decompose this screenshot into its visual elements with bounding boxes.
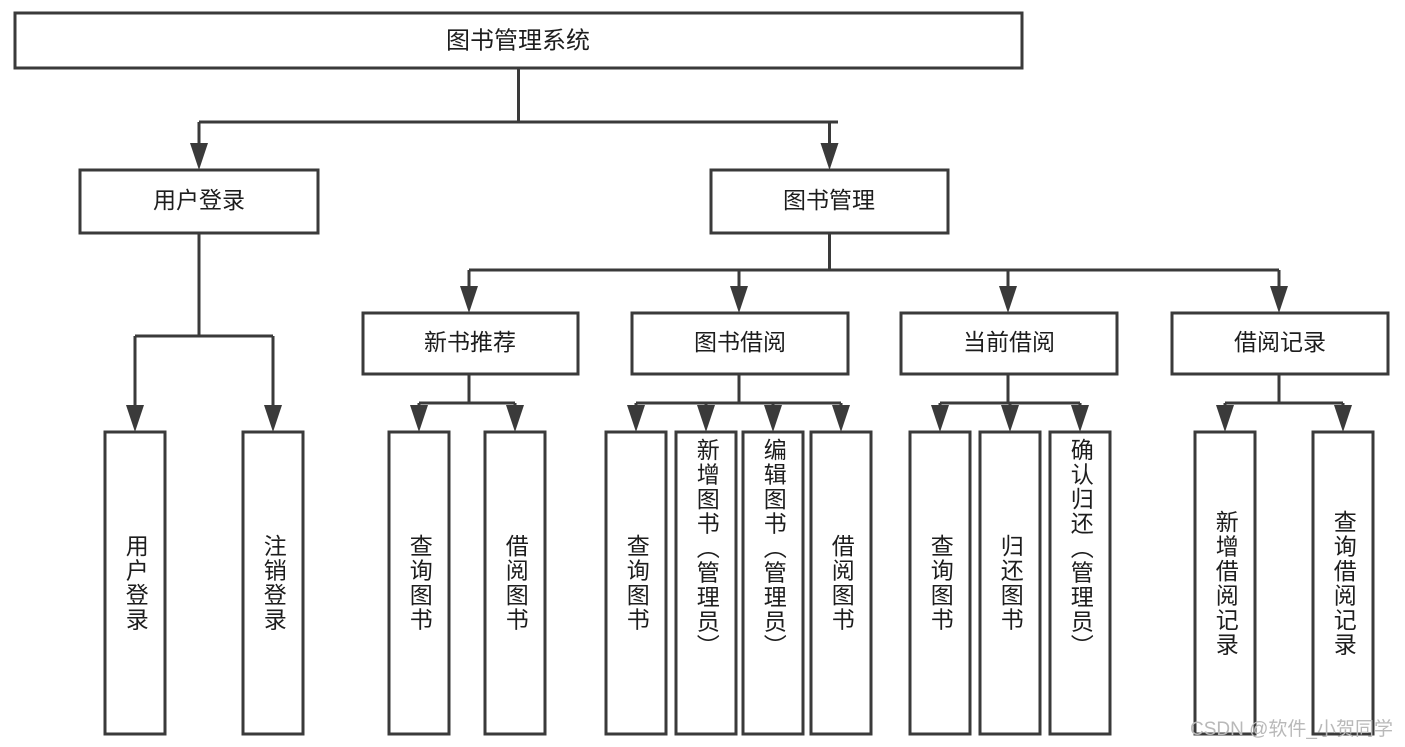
node-book-borrow-label: 图书借阅 [694,329,786,355]
arrow-borrow-leaf-1 [627,405,645,432]
arrow-book-mgmt-to-current [999,286,1017,313]
leaf-box-borrow-query[interactable] [604,430,668,736]
arrow-records-leaf-1 [1216,405,1234,432]
node-user-login-label: 用户登录 [153,187,245,213]
leaf-box-query-record[interactable] [1311,430,1375,736]
arrow-borrow-leaf-3 [764,405,782,432]
arrow-user-login-leaf-1 [126,405,144,432]
leaf-box-borrow-book[interactable] [809,430,873,736]
leaf-box-add-book-admin[interactable] [674,430,738,736]
arrow-root-to-user-login [190,143,208,170]
node-new-book-label: 新书推荐 [424,329,516,355]
node-new-book-box[interactable] [361,311,580,376]
arrow-borrow-leaf-2 [697,405,715,432]
node-user-login-box[interactable] [78,168,320,235]
arrow-book-mgmt-to-records [1270,286,1288,313]
leaf-box-logout[interactable] [241,430,305,736]
node-current-borrow-label: 当前借阅 [963,329,1055,355]
arrow-new-book-leaf-2 [506,405,524,432]
arrow-current-leaf-3 [1071,405,1089,432]
leaf-box-user-login[interactable] [103,430,167,736]
node-layer: 图书管理系统 用户登录 图书管理 新书推荐 图书借阅 当前借阅 借阅记录 [13,11,1390,736]
leaf-box-edit-book-admin[interactable] [741,430,805,736]
arrow-current-leaf-2 [1001,405,1019,432]
arrow-user-login-leaf-2 [264,405,282,432]
node-book-borrow-box[interactable] [630,311,850,376]
leaf-box-current-query[interactable] [908,430,972,736]
node-root-box[interactable] [13,11,1024,70]
leaf-box-add-record[interactable] [1193,430,1257,736]
watermark-text: CSDN @软件_小贺同学 [1190,719,1393,740]
arrow-book-mgmt-to-borrow [730,286,748,313]
leaf-box-return-book[interactable] [978,430,1042,736]
arrow-new-book-leaf-1 [410,405,428,432]
arrow-book-mgmt-to-new-book [460,286,478,313]
arrow-records-leaf-2 [1334,405,1352,432]
node-book-mgmt-box[interactable] [709,168,950,235]
node-borrow-records-box[interactable] [1170,311,1390,376]
connector-layer [126,68,1352,432]
node-book-mgmt-label: 图书管理 [783,187,875,213]
node-current-borrow-box[interactable] [899,311,1119,376]
arrow-borrow-leaf-4 [832,405,850,432]
arrow-current-leaf-1 [931,405,949,432]
arrow-root-to-book-mgmt [820,143,839,170]
leaf-box-new-book-query[interactable] [387,430,451,736]
leaf-box-new-book-borrow[interactable] [483,430,547,736]
node-root-label: 图书管理系统 [446,27,590,54]
leaf-box-confirm-return-admin[interactable] [1048,430,1112,736]
node-borrow-records-label: 借阅记录 [1234,329,1326,355]
